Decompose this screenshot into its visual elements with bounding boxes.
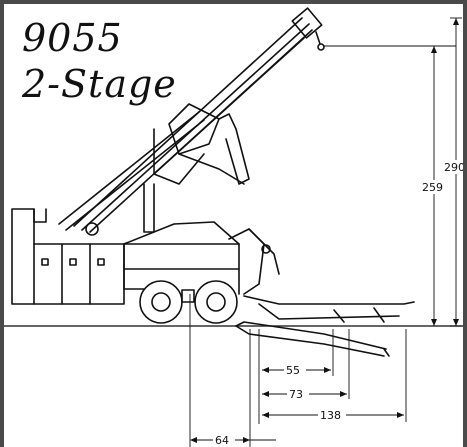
dim-label-259: 259 bbox=[422, 181, 443, 194]
mid-boom bbox=[58, 103, 250, 233]
dim-label-64: 64 bbox=[215, 434, 229, 447]
stowed-boom bbox=[228, 228, 280, 295]
dim-label-290: 290 bbox=[444, 161, 463, 174]
wrecker-diagram: 55 73 138 64 290 259 bbox=[4, 7, 463, 447]
underlift-stowed bbox=[243, 295, 415, 323]
underlift-lowered bbox=[235, 321, 390, 357]
model-number: 9055 bbox=[22, 16, 123, 60]
dim-label-73: 73 bbox=[289, 388, 303, 401]
truck-body bbox=[11, 208, 240, 305]
rear-wheels bbox=[139, 280, 238, 324]
dim-label-55: 55 bbox=[286, 364, 300, 377]
model-variant: 2-Stage bbox=[22, 62, 177, 106]
dim-label-138: 138 bbox=[320, 409, 341, 422]
